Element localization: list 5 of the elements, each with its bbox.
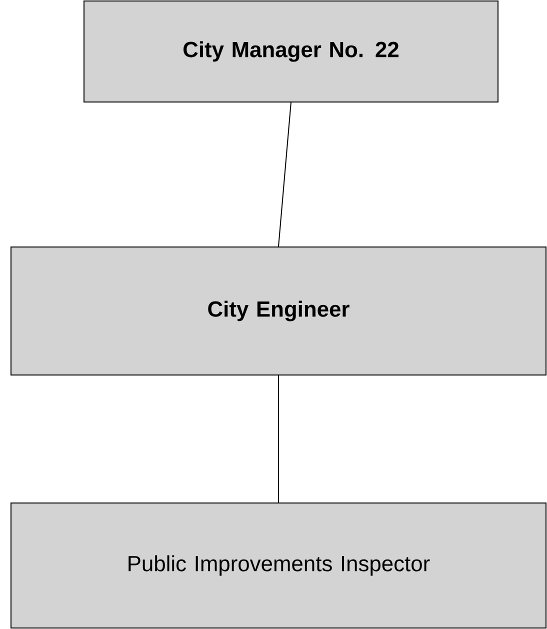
connector-line — [278, 102, 292, 247]
org-box: City Engineer — [10, 246, 546, 376]
org-box: City Manager No. 22 — [84, 0, 498, 102]
org-box: Public Improvements Inspector — [10, 502, 546, 628]
connector-line — [278, 375, 279, 503]
